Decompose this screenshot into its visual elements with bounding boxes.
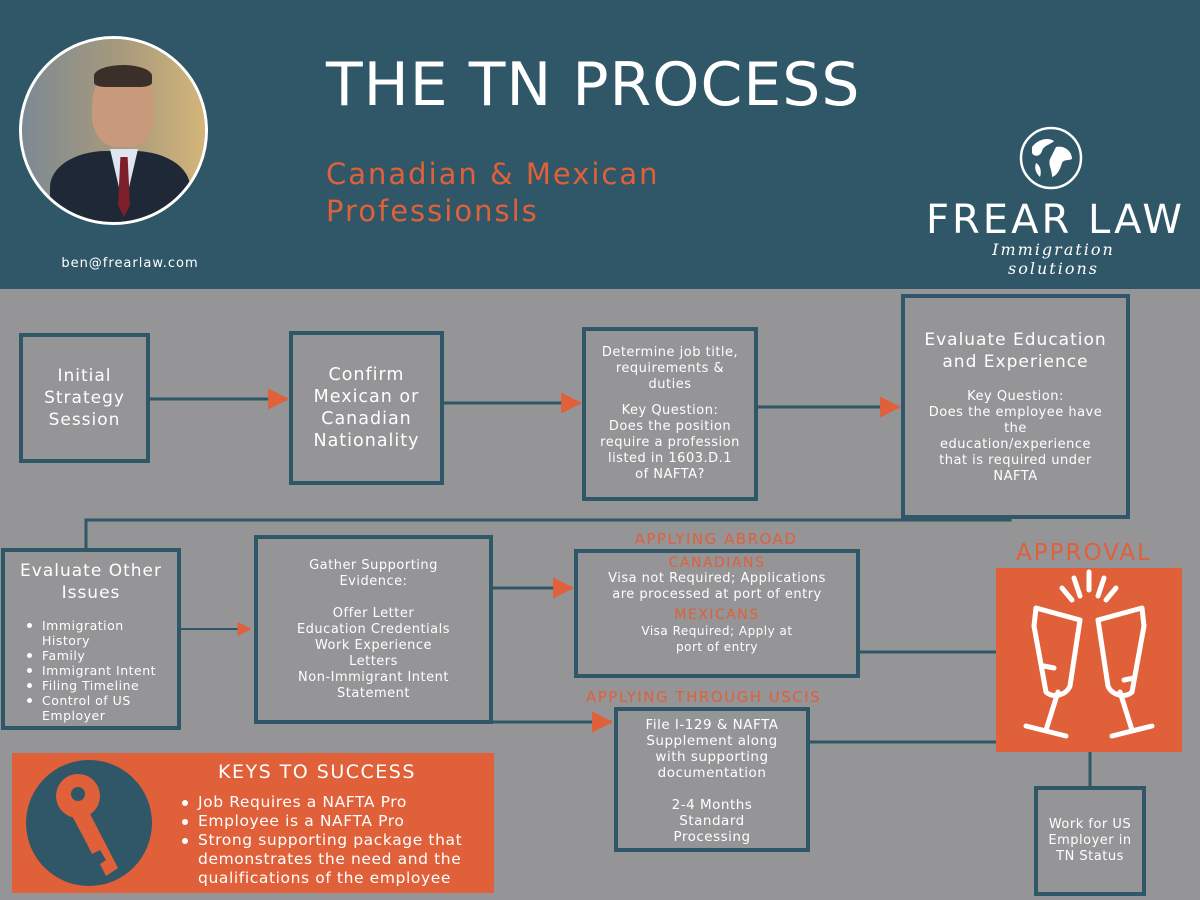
gather-item: Work Experience Letters (314, 637, 433, 669)
key-icon (56, 774, 118, 876)
applying-abroad-label: APPLYING ABROAD (634, 530, 798, 548)
step-determine-job: Determine job title, requirements & duti… (582, 327, 758, 501)
list-item: Filing Timeline (24, 678, 166, 693)
connector-row1-to-row2 (84, 518, 1012, 550)
list-item: Immigrant Intent (24, 663, 166, 678)
step-applying-uscis: File I-129 & NAFTA Supplement along with… (614, 707, 810, 852)
mexicans-text: Visa Required; Apply at port of entry (641, 624, 793, 654)
gather-heading: Gather Supporting Evidence: (309, 557, 438, 589)
list-item: Strong supporting package that demonstra… (174, 831, 490, 888)
photo-tie (118, 157, 130, 217)
canadians-label: CANADIANS (668, 555, 766, 571)
step-initial-label: Initial Strategy Session (44, 366, 125, 430)
determine-question: Does the position require a profession l… (600, 419, 740, 482)
step-initial-strategy: Initial Strategy Session (19, 333, 150, 463)
step-confirm-nationality: Confirm Mexican or Canadian Nationality (289, 331, 444, 485)
keys-list: Job Requires a NAFTA Pro Employee is a N… (174, 793, 490, 888)
brand-name: FREAR LAW (926, 197, 1185, 243)
uscis-timing: 2-4 Months Standard Processing (671, 797, 753, 845)
header-banner: ben@frearlaw.com THE TN PROCESS Canadian… (0, 0, 1200, 289)
list-item: Employee is a NAFTA Pro (174, 812, 490, 831)
profile-photo (19, 36, 208, 225)
approval-box (996, 568, 1182, 752)
determine-question-label: Key Question: (621, 403, 719, 418)
step-evaluate-education: Evaluate Education and Experience Key Qu… (901, 294, 1130, 519)
gather-item: Non-Immigrant Intent Statement (298, 669, 449, 701)
step-work-tn-status: Work for US Employer in TN Status (1034, 786, 1146, 896)
photo-hair (94, 65, 152, 87)
work-label: Work for US Employer in TN Status (1048, 817, 1132, 864)
key-icon-circle (26, 760, 152, 886)
determine-heading: Determine job title, requirements & duti… (601, 345, 739, 392)
champagne-glasses-icon (1023, 569, 1155, 739)
canadians-text: Visa not Required; Applications are proc… (608, 571, 826, 602)
uscis-text: File I-129 & NAFTA Supplement along with… (645, 717, 779, 781)
list-item: Job Requires a NAFTA Pro (174, 793, 490, 812)
evaluate-other-list: Immigration History Family Immigrant Int… (16, 618, 166, 723)
mexicans-label: MEXICANS (674, 607, 760, 623)
gather-item: Offer Letter (332, 605, 415, 621)
page-subtitle: Canadian & Mexican Professionsls (326, 157, 660, 228)
step-applying-abroad: CANADIANS Visa not Required; Application… (574, 549, 860, 678)
contact-email[interactable]: ben@frearlaw.com (61, 256, 199, 271)
globe-icon (1019, 126, 1083, 190)
keys-title: KEYS TO SUCCESS (218, 761, 416, 783)
step-gather-evidence: Gather Supporting Evidence: Offer Letter… (254, 535, 493, 724)
evaluate-edu-question: Does the employee have the education/exp… (928, 404, 1103, 484)
approval-label: APPROVAL (1016, 540, 1152, 566)
list-item: Family (24, 648, 166, 663)
gather-item: Education Credentials (296, 621, 451, 637)
page-title: THE TN PROCESS (326, 50, 861, 120)
applying-uscis-label: APPLYING THROUGH USCIS (586, 688, 822, 706)
keys-to-success-panel: KEYS TO SUCCESS Job Requires a NAFTA Pro… (12, 753, 494, 893)
list-item: Control of US Employer (24, 693, 166, 723)
evaluate-edu-question-label: Key Question: (967, 388, 1064, 404)
step-evaluate-other: Evaluate Other Issues Immigration Histor… (1, 548, 181, 730)
brand-tagline: Immigration solutions (992, 240, 1115, 278)
step-confirm-label: Confirm Mexican or Canadian Nationality (313, 365, 420, 451)
evaluate-other-heading: Evaluate Other Issues (20, 561, 162, 603)
list-item: Immigration History (24, 618, 166, 648)
evaluate-edu-heading: Evaluate Education and Experience (924, 329, 1107, 372)
